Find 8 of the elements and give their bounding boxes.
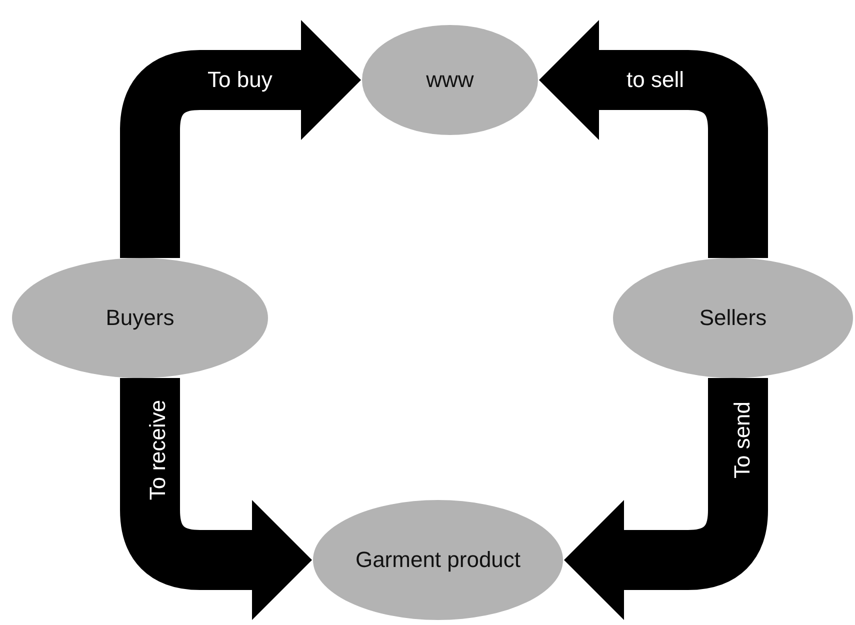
edge-label: to sell: [626, 67, 684, 93]
edge-label: To buy: [208, 67, 272, 93]
node-label: Buyers: [106, 305, 174, 331]
node-label: Garment product: [355, 547, 521, 573]
node-label: www: [426, 67, 474, 93]
node-label: Sellers: [699, 305, 767, 331]
edge-label: To send: [729, 401, 756, 479]
edge-label: To receive: [145, 400, 172, 500]
